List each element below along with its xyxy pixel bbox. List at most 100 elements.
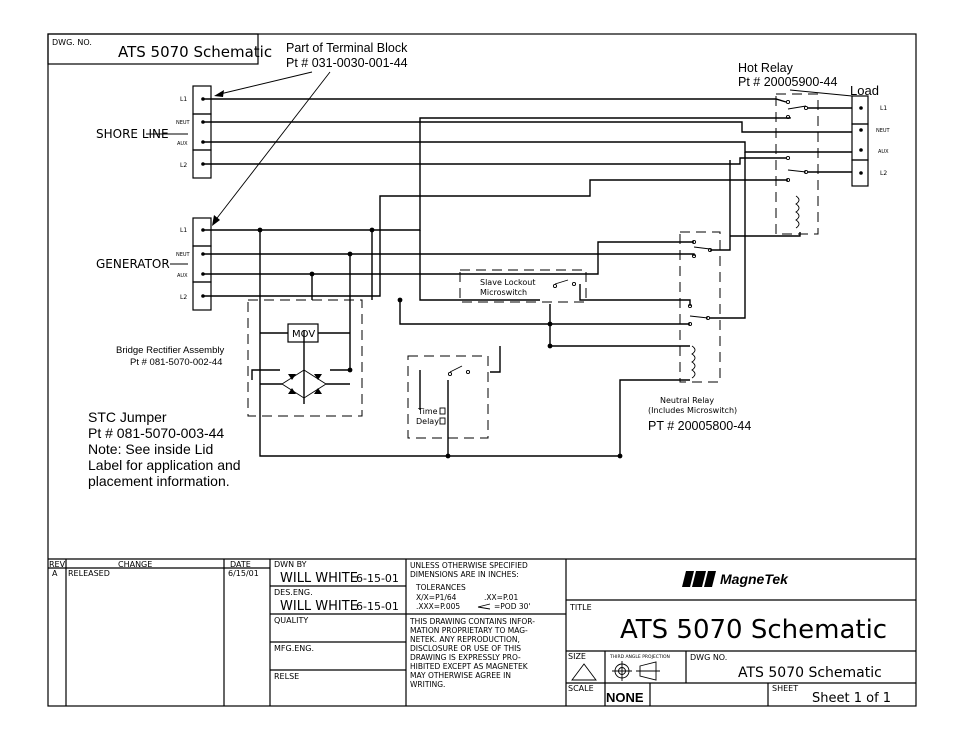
scale-value: NONE [606, 690, 644, 705]
shore-neut-label: NEUT [176, 120, 191, 126]
stc-jumper-note-line3: placement information. [88, 473, 230, 489]
des-eng-label: DES.ENG. [274, 588, 313, 597]
rev-column-header: REV [49, 560, 66, 569]
size-dwg-block: SIZE THIRD ANGLE PROJECTION DWG NO. ATS … [568, 651, 891, 706]
stc-jumper-part-number: Pt # 081-5070-003-44 [88, 425, 224, 441]
notes-block: UNLESS OTHERWISE SPECIFIED DIMENSIONS AR… [406, 559, 567, 706]
stc-jumper-note-line1: Note: See inside Lid [88, 441, 213, 457]
size-a-triangle-icon [571, 663, 597, 681]
sheet-label: SHEET [772, 684, 798, 693]
tolerance-angle: =POD 30' [494, 602, 530, 611]
slave-lockout-label: Slave Lockout [480, 278, 535, 287]
proprietary-line6: HIBITED EXCEPT AS MAGNETEK [410, 662, 529, 671]
load-neut-label: NEUT [876, 128, 891, 134]
relse-label: RELSE [274, 672, 299, 681]
junction-dots [257, 227, 623, 459]
dwg-no-label: DWG. NO. [52, 38, 92, 47]
load-l2-label: L2 [880, 170, 887, 177]
wiring [203, 98, 852, 458]
neutral-relay-label: Neutral Relay [660, 396, 714, 405]
shore-line-label: SHORE LINE [96, 127, 169, 141]
third-angle-projection-icon [612, 661, 660, 681]
slave-lockout-sublabel: Microswitch [480, 288, 527, 297]
dwn-by-date: 6-15-01 [356, 572, 399, 585]
time-delay-sublabel: Delay [416, 417, 439, 426]
hot-relay-part-number: Pt # 20005900-44 [738, 75, 837, 89]
magnetek-logo-icon [682, 571, 716, 587]
angle-symbol-icon [477, 603, 491, 610]
size-label: SIZE [568, 652, 586, 661]
terminal-block-part-number: Pt # 031-0030-001-44 [286, 56, 408, 70]
gen-neut-label: NEUT [176, 252, 191, 258]
sheet-value: Sheet 1 of 1 [812, 691, 891, 706]
mfg-eng-label: MFG.ENG. [274, 644, 314, 653]
dwg-no-label-titleblock: DWG NO. [690, 653, 727, 662]
time-delay-label: Time [417, 407, 438, 416]
mov-label: MOV [292, 329, 315, 340]
company-title-block: MagneTek TITLE ATS 5070 Schematic [566, 571, 916, 684]
approvals-block: DWN BY WILL WHITE 6-15-01 DES.ENG. WILL … [270, 559, 407, 706]
shore-l1-label: L1 [180, 96, 187, 103]
load-terminal-block: L1 NEUT AUX L2 [851, 95, 891, 187]
bridge-rectifier-label: Bridge Rectifier Assembly [116, 345, 224, 356]
revision-change: RELEASED [68, 569, 110, 578]
bridge-rectifier-assembly: MOV Bridge Rectifier Assembly Pt # 081-5… [116, 299, 363, 417]
tolerance-two-place: .XX=P.01 [484, 593, 518, 602]
generator-label: GENERATOR [96, 257, 170, 271]
terminal-block-leader-arrows [212, 71, 331, 226]
load-l1-label: L1 [880, 105, 887, 112]
proprietary-line4: DISCLOSURE OR USE OF THIS [410, 644, 521, 653]
time-delay: Time Delay [407, 355, 489, 439]
proprietary-line3: NETEK. ANY REPRODUCTION, [410, 635, 520, 644]
terminal-block-label: Part of Terminal Block [286, 41, 408, 55]
load-aux-label: AUX [878, 149, 889, 155]
des-eng-name: WILL WHITE [280, 599, 358, 614]
proprietary-line5: DRAWING IS EXPRESSLY PRO- [410, 653, 521, 662]
tolerances-title: TOLERANCES [415, 583, 466, 592]
bridge-rectifier-part-number: Pt # 081-5070-002-44 [130, 357, 222, 368]
scale-label: SCALE [568, 684, 594, 693]
title-label: TITLE [569, 603, 592, 612]
date-column-header: DATE [230, 560, 251, 569]
revision-block: REV CHANGE DATE A RELEASED 6/15/01 [48, 559, 271, 706]
tolerance-three-place: .XXX=P.005 [416, 602, 460, 611]
dwg-no-value: ATS 5070 Schematic [118, 43, 272, 61]
stc-jumper-label: STC Jumper [88, 409, 167, 425]
gen-l2-label: L2 [180, 294, 187, 301]
neutral-relay: Neutral Relay (Includes Microswitch) PT … [648, 231, 751, 433]
shore-l2-label: L2 [180, 162, 187, 169]
gen-aux-label: AUX [177, 273, 188, 279]
projection-label: THIRD ANGLE PROJECTION [609, 654, 670, 660]
proprietary-line1: THIS DRAWING CONTAINS INFOR- [409, 617, 535, 626]
hot-relay [775, 93, 819, 235]
des-eng-date: 6-15-01 [356, 600, 399, 613]
hot-relay-leader-arrow [789, 89, 853, 97]
quality-label: QUALITY [274, 616, 308, 625]
proprietary-line2: MATION PROPRIETARY TO MAG- [410, 626, 528, 635]
drawing-border [47, 33, 917, 707]
notes-line2: DIMENSIONS ARE IN INCHES: [410, 570, 519, 579]
revision-letter: A [52, 569, 58, 578]
neutral-relay-part-number: PT # 20005800-44 [648, 419, 751, 433]
stc-jumper-note-line2: Label for application and [88, 457, 241, 473]
generator-terminal-block: GENERATOR L1 NEUT AUX L2 [96, 217, 212, 311]
dwn-by-name: WILL WHITE [280, 571, 358, 586]
proprietary-line7: MAY OTHERWISE AGREE IN [410, 671, 511, 680]
company-name: MagneTek [720, 571, 789, 587]
tolerance-fraction: X/X=P1/64 [416, 593, 457, 602]
shore-aux-label: AUX [177, 141, 188, 147]
dwg-no-header: DWG. NO. ATS 5070 Schematic [47, 33, 272, 65]
hot-relay-label: Hot Relay [738, 61, 794, 75]
revision-date: 6/15/01 [228, 569, 259, 578]
dwg-no-titleblock: ATS 5070 Schematic [738, 665, 882, 681]
neutral-relay-note: (Includes Microswitch) [648, 406, 737, 415]
load-label: Load [850, 83, 879, 98]
shore-line-terminal-block: SHORE LINE L1 NEUT AUX L2 [96, 85, 212, 179]
proprietary-line8: WRITING. [410, 680, 445, 689]
change-column-header: CHANGE [118, 560, 152, 569]
drawing-title: ATS 5070 Schematic [620, 615, 887, 645]
stc-jumper-note: STC Jumper Pt # 081-5070-003-44 Note: Se… [88, 409, 241, 489]
notes-line1: UNLESS OTHERWISE SPECIFIED [410, 561, 528, 570]
dwn-by-label: DWN BY [274, 560, 307, 569]
